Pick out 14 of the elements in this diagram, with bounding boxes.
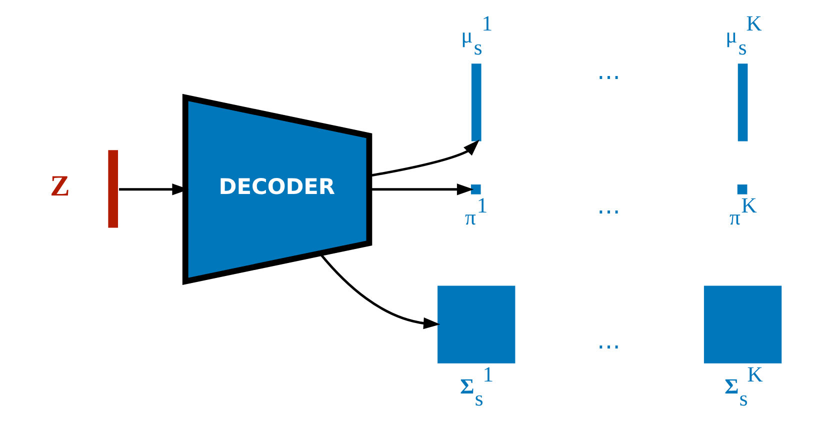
label: ⋯ xyxy=(596,334,621,360)
node-bar xyxy=(737,64,748,142)
label: ⋯ xyxy=(596,64,621,90)
node-box xyxy=(470,184,480,194)
node-box xyxy=(703,286,782,364)
node-label: Z xyxy=(50,170,70,202)
label: ⋯ xyxy=(596,199,621,226)
node-bar xyxy=(108,150,118,228)
node-bar xyxy=(470,64,481,142)
arrow xyxy=(118,184,188,196)
node-box xyxy=(437,286,515,364)
node-box: DECODER xyxy=(182,94,372,285)
node-box xyxy=(736,184,747,194)
arrow xyxy=(318,252,440,330)
